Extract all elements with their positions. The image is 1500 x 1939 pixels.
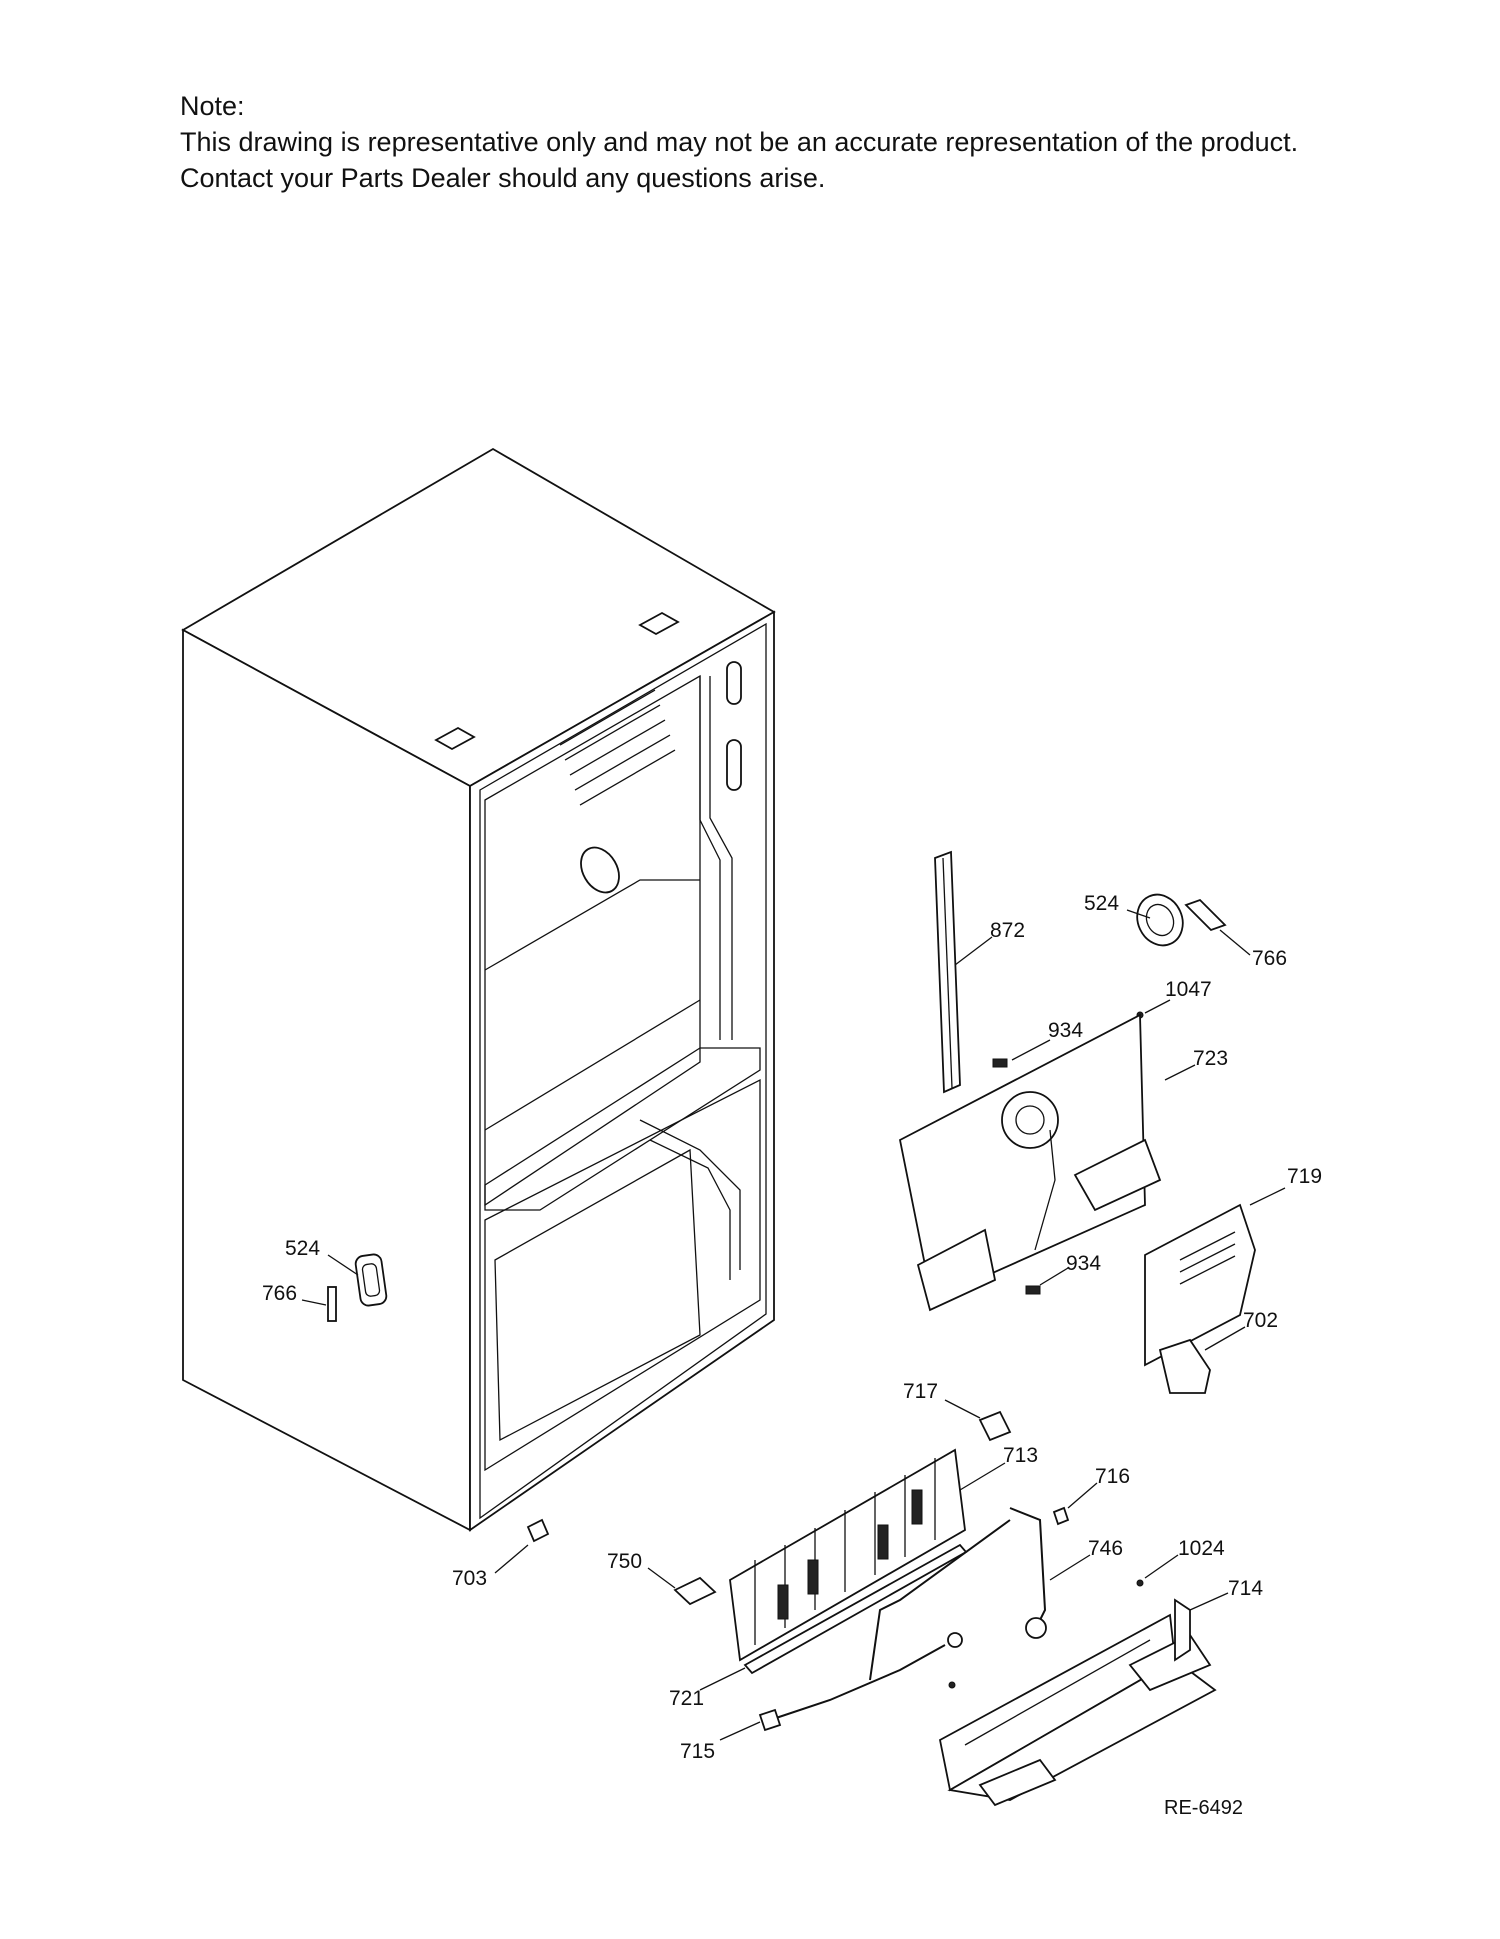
fresh-food-liner: [484, 674, 701, 1207]
callout-714: 714: [1228, 1577, 1263, 1600]
part-702: [1158, 1338, 1211, 1394]
callout-750: 750: [607, 1550, 642, 1573]
part-717: [978, 1410, 1012, 1442]
sensor-715: [769, 1644, 946, 1721]
callout-721: 721: [669, 1687, 704, 1710]
callout-716: 716: [1095, 1465, 1130, 1488]
callout-703: 703: [452, 1567, 487, 1590]
drain-pan-714: [938, 1598, 1217, 1807]
callout-715: 715: [680, 1740, 715, 1763]
callout-702: 702: [1243, 1309, 1278, 1332]
evaporator-cover-723: [898, 1013, 1146, 1302]
fan-motor: [1001, 1091, 1059, 1149]
side-bracket: [327, 1286, 337, 1322]
evaporator-713: [729, 1448, 966, 1662]
pad-750: [673, 1576, 717, 1606]
reference-number: RE-6492: [1164, 1797, 1243, 1819]
callout-524-side: 524: [285, 1237, 320, 1260]
disclaimer-note: Note: This drawing is representative onl…: [180, 88, 1298, 196]
callout-1047: 1047: [1165, 978, 1212, 1001]
harness-746: [1009, 1507, 1047, 1621]
freezer-liner: [484, 1078, 761, 1472]
callout-934-lower: 934: [1066, 1252, 1101, 1275]
callout-1024: 1024: [1178, 1537, 1225, 1560]
cabinet-side: [182, 628, 471, 1532]
part-716: [1052, 1506, 1070, 1526]
callout-766-clip: 766: [1252, 947, 1287, 970]
callout-872: 872: [990, 919, 1025, 942]
oval-grille-524: [1136, 893, 1184, 947]
callout-717: 717: [903, 1380, 938, 1403]
callout-719: 719: [1287, 1165, 1322, 1188]
callout-713: 713: [1003, 1444, 1038, 1467]
note-title: Note:: [180, 91, 245, 121]
callout-746: 746: [1088, 1537, 1123, 1560]
clip-766: [1184, 898, 1227, 932]
duct-cover-719: [1144, 1203, 1256, 1367]
note-line-2: Contact your Parts Dealer should any que…: [180, 163, 826, 193]
leader-lines: [301, 909, 1286, 1741]
cabinet-assembly: [181, 447, 776, 1543]
callout-723: 723: [1193, 1047, 1228, 1070]
note-line-1: This drawing is representative only and …: [180, 127, 1299, 157]
callout-766-side: 766: [262, 1282, 297, 1305]
callout-934-upper: 934: [1048, 1019, 1083, 1042]
callout-524-grille: 524: [1084, 892, 1119, 915]
part-703: [526, 1518, 550, 1543]
duct-upper: [1073, 1138, 1162, 1212]
